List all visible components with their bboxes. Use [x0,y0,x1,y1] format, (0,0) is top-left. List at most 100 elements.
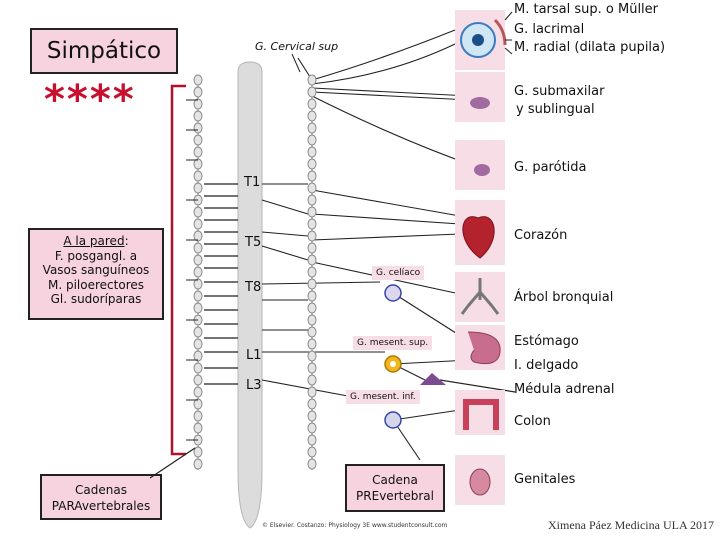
chain-bead-right [307,170,317,182]
prevertebral-line1: Cadena [372,473,418,487]
label-parotid: G. parótida [514,160,587,175]
parotid-icon [474,164,490,176]
chain-bead-right [307,350,317,362]
chain-bead-right [307,314,317,326]
wall-line4: M. piloerectores [48,277,144,292]
chain-bead [193,110,203,122]
label-colon: Colon [514,414,551,429]
wall-line1: A la pared: [63,234,129,248]
label-lung: Árbol bronquial [514,290,614,305]
chain-bead-right [307,74,317,86]
chain-bead [193,398,203,410]
chain-bead-right [307,446,317,458]
chain-bead [193,350,203,362]
colon-icon [463,399,499,430]
chain-bead [193,218,203,230]
label-submaxilar-2: y sublingual [516,102,595,117]
credit-elsevier: © Elsevier. Costanzo: Physiology 3E www.… [262,522,448,529]
chain-bead-right [307,230,317,242]
label-genitals: Genitales [514,472,576,487]
chain-bead-right [307,110,317,122]
chain-bead-right [307,326,317,338]
chain-bead-right [307,278,317,290]
chain-bead [193,134,203,146]
chain-bead-right [307,158,317,170]
chain-bead-right [307,386,317,398]
chain-bead-right [307,194,317,206]
chain-bead [193,338,203,350]
chain-bead [193,158,203,170]
chain-bead [193,302,203,314]
chain-bead-right [307,86,317,98]
heart-icon [462,216,495,259]
paravertebral-chain [193,74,203,470]
mesent-inf-label: G. mesent. inf. [346,390,420,404]
chain-bead-right [307,254,317,266]
chain-bead [193,422,203,434]
red-bracket [170,84,186,456]
wall-line3: Vasos sanguíneos [42,263,150,277]
chain-bead [193,74,203,86]
chain-bead-right [307,458,317,470]
label-stomach: Estómago [514,334,579,349]
submaxilar-icon [470,97,490,109]
cervical-pointer [291,53,301,73]
chain-bead-right [307,146,317,158]
chain-bead-right [307,302,317,314]
chain-bead [193,446,203,458]
prevertebral-line2: PREvertebral [356,489,434,503]
segment-t1: T1 [244,175,261,190]
chain-bead [193,98,203,110]
mesent-sup-label: G. mesent. sup. [353,336,433,350]
stomach-icon [467,331,501,365]
preganglionic-lines [204,183,238,385]
gray-rami [186,99,198,441]
chain-bead-right [307,134,317,146]
chain-bead-right [307,266,317,278]
chain-bead [193,242,203,254]
label-heart: Corazón [514,228,568,243]
genitals-icon [469,468,491,496]
segment-l1: L1 [246,348,262,363]
label-adrenal: Médula adrenal [514,382,615,397]
chain-bead-right [307,242,317,254]
wall-line5: Gl. sudoríparas [50,292,142,306]
wall-effector-box: A la pared: F. posgangl. a Vasos sanguín… [28,228,164,320]
wall-line2: F. posgangl. a [54,248,138,263]
heart-outputs [311,189,461,241]
chain-bead-right [307,206,317,218]
chain-bead-right [307,182,317,194]
chain-bead [193,122,203,134]
label-intestine: I. delgado [514,358,579,373]
chain-bead-right [307,374,317,386]
chain-bead [193,374,203,386]
paravertebral-line1: Cadenas [75,483,127,497]
chain-bead-right [307,290,317,302]
chain-bead [193,230,203,242]
chain-bead [193,146,203,158]
paravertebral-line2: PARAvertebrales [51,499,151,513]
chain-bead-right [307,98,317,110]
chain-bead [193,326,203,338]
mesent-inf-ganglion [384,409,461,461]
title-box: Simpático [30,28,178,74]
chain-bead [193,170,203,182]
chain-bead [193,410,203,422]
page-title: Simpático [46,38,162,64]
label-eye-2: G. lacrimal [514,22,585,37]
segment-t8: T8 [245,280,262,295]
chain-bead [193,206,203,218]
label-eye-3: M. radial (dilata pupila) [514,40,666,55]
prevertebral-box: Cadena PREvertebral [345,464,445,512]
chain-bead [193,86,203,98]
chain-bead-right [307,422,317,434]
segment-l3: L3 [246,378,262,393]
segment-t5: T5 [245,235,262,250]
chain-bead [193,278,203,290]
label-submaxilar-1: G. submaxilar [514,84,605,99]
chain-bead-right [307,362,317,374]
chain-bead [193,254,203,266]
chain-bead [193,386,203,398]
credit-author: Ximena Páez Medicina ULA 2017 [548,518,714,532]
